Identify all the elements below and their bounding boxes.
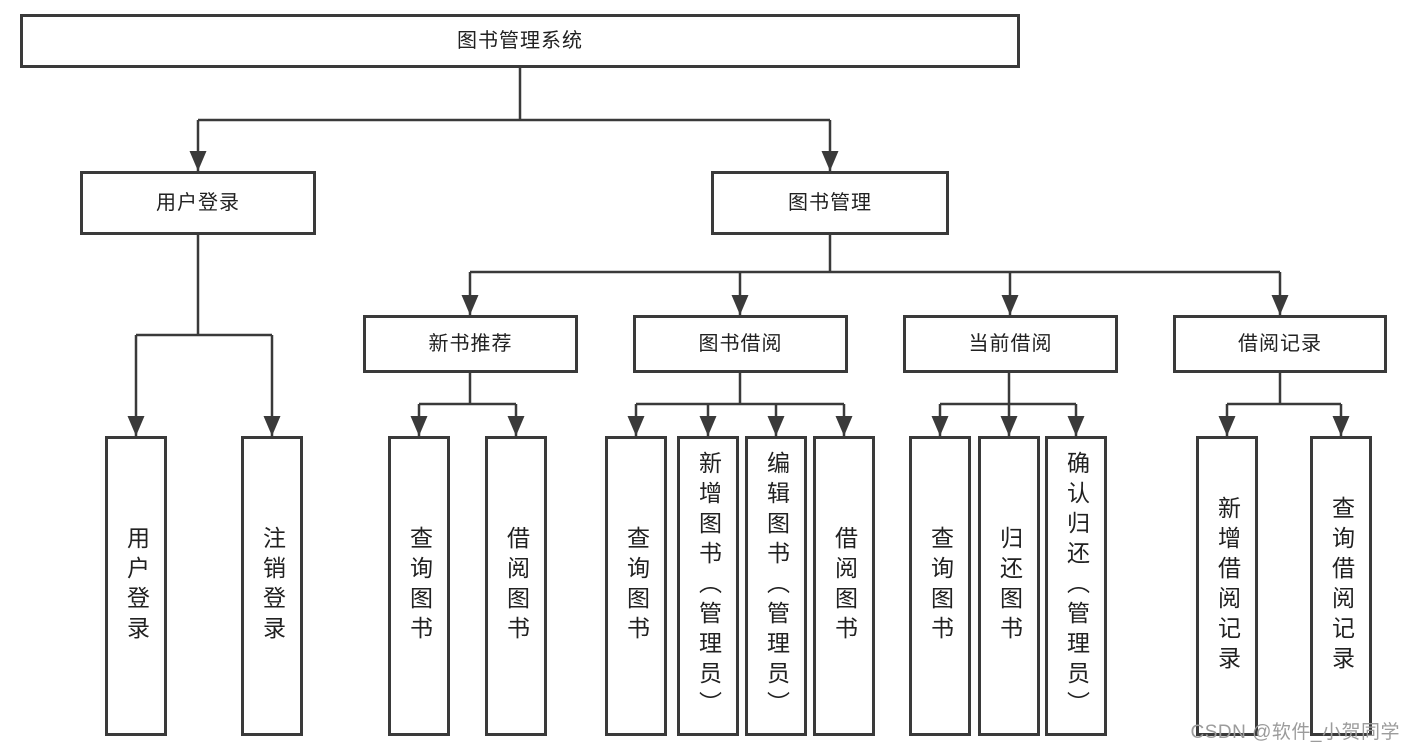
node-leaf-current-return-books: 归还图书 (978, 436, 1040, 736)
node-root-system: 图书管理系统 (20, 14, 1020, 68)
connector-borrowing-records-to-leaves (1218, 373, 1350, 436)
node-leaf-current-confirm-return-admin: 确认归还（管理员） (1045, 436, 1107, 736)
node-book-management: 图书管理 (711, 171, 949, 235)
node-borrowing-records: 借阅记录 (1173, 315, 1387, 373)
connector-user-login-to-leaves (127, 235, 281, 436)
node-leaf-records-add-record: 新增借阅记录 (1196, 436, 1258, 736)
node-leaf-borrowing-borrow-books: 借阅图书 (813, 436, 875, 736)
connector-book-borrowing-to-leaves (627, 373, 853, 436)
node-leaf-borrowing-query-books: 查询图书 (605, 436, 667, 736)
node-leaf-newbooks-borrow-books: 借阅图书 (485, 436, 547, 736)
node-leaf-newbooks-query-books: 查询图书 (388, 436, 450, 736)
node-book-borrowing: 图书借阅 (633, 315, 848, 373)
connector-book-management-to-level3 (461, 235, 1289, 315)
connector-root-to-level2 (189, 68, 839, 171)
node-current-borrowing: 当前借阅 (903, 315, 1118, 373)
connector-new-book-recommend-to-leaves (410, 373, 525, 436)
node-leaf-current-query-books: 查询图书 (909, 436, 971, 736)
node-new-book-recommend: 新书推荐 (363, 315, 578, 373)
csdn-watermark: CSDN @软件_小贺同学 (1190, 722, 1400, 743)
connector-current-borrowing-to-leaves (931, 373, 1085, 436)
node-leaf-logout: 注销登录 (241, 436, 303, 736)
node-leaf-user-login: 用户登录 (105, 436, 167, 736)
node-leaf-borrowing-edit-books-admin: 编辑图书（管理员） (745, 436, 807, 736)
node-user-login: 用户登录 (80, 171, 316, 235)
node-leaf-records-query-record: 查询借阅记录 (1310, 436, 1372, 736)
node-leaf-borrowing-add-books-admin: 新增图书（管理员） (677, 436, 739, 736)
